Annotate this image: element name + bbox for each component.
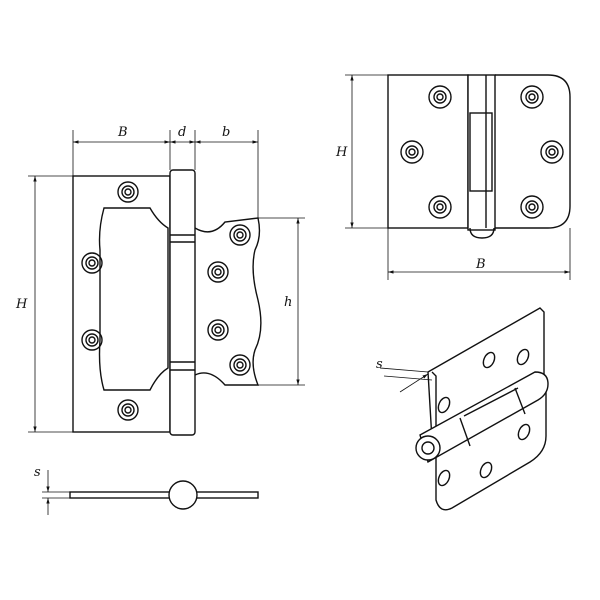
label-top-height: H bbox=[335, 145, 348, 160]
isometric-hinge: s bbox=[376, 307, 549, 511]
label-front-width: B bbox=[117, 125, 128, 140]
label-front-leaf: b bbox=[222, 125, 230, 140]
top-view-hinge: H B bbox=[335, 74, 571, 280]
label-front-height: H bbox=[15, 297, 28, 312]
label-side-thickness: s bbox=[34, 465, 41, 480]
side-view-hinge: s bbox=[34, 465, 259, 515]
label-top-width: B bbox=[475, 257, 486, 272]
label-iso-thickness: s bbox=[376, 357, 383, 372]
label-front-knuckle: d bbox=[178, 125, 186, 140]
front-view-hinge: B d b H h bbox=[15, 125, 305, 436]
label-front-leaf-height: h bbox=[284, 295, 292, 310]
